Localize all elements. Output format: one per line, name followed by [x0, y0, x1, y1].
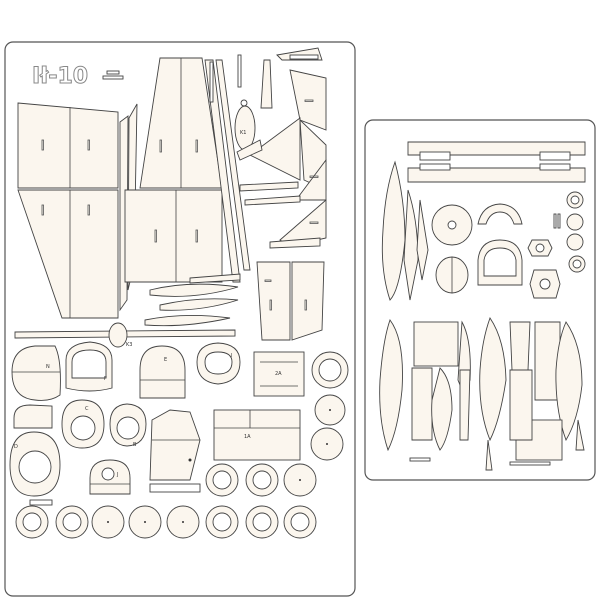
- fuselage-halves: [379, 319, 471, 452]
- svg-text:K1: K1: [240, 130, 246, 136]
- rib-strips: [144, 273, 241, 327]
- stabilizer-panels: [256, 261, 325, 341]
- fuselage-sections-row2: C B: [13, 399, 201, 493]
- outer-wing-panel-right: [124, 57, 223, 283]
- small-pins: [209, 54, 273, 109]
- tail-fins: [249, 69, 327, 247]
- svg-text:K3: K3: [126, 342, 132, 348]
- propeller-blades-upper: [276, 47, 323, 61]
- part-d: D: [9, 431, 61, 506]
- small-rings: [553, 191, 586, 273]
- wheel-rings-right: [310, 351, 349, 461]
- svg-text:C: C: [85, 406, 89, 412]
- svg-text:1A: 1A: [244, 434, 251, 440]
- left-fret: Ił-10: [4, 41, 356, 597]
- wheel-rings-row1: [205, 463, 317, 497]
- wheel-rings-row2: [15, 505, 317, 539]
- logo-mark: [102, 70, 124, 80]
- svg-text:D: D: [14, 444, 18, 450]
- elevator-strips: [236, 139, 321, 249]
- right-fret: [364, 119, 596, 481]
- svg-text:F: F: [104, 376, 107, 382]
- propeller-hub-k3: K3: [14, 322, 236, 348]
- part-k1: K1: [234, 99, 256, 151]
- part-2a: 2A: [253, 351, 305, 397]
- wing-ribs: [479, 317, 583, 461]
- svg-text:E: E: [164, 357, 167, 363]
- part-1a: 1A: [213, 409, 301, 461]
- outer-wing-panel-left: [17, 102, 119, 319]
- diagonal-strips: [204, 59, 251, 283]
- small-strips: [409, 419, 585, 471]
- svg-text:2A: 2A: [275, 371, 282, 377]
- svg-text:J: J: [116, 472, 118, 478]
- fuselage-sections-row1: N F E I: [11, 341, 241, 401]
- part-j: J: [89, 459, 131, 495]
- svg-text:B: B: [133, 442, 137, 448]
- frame-strips: [407, 141, 586, 183]
- svg-text:N: N: [46, 364, 50, 370]
- tall-blades: [381, 160, 429, 301]
- round-parts: [431, 203, 561, 299]
- svg-text:I: I: [231, 353, 232, 359]
- sheet-title: Ił-10: [32, 64, 88, 89]
